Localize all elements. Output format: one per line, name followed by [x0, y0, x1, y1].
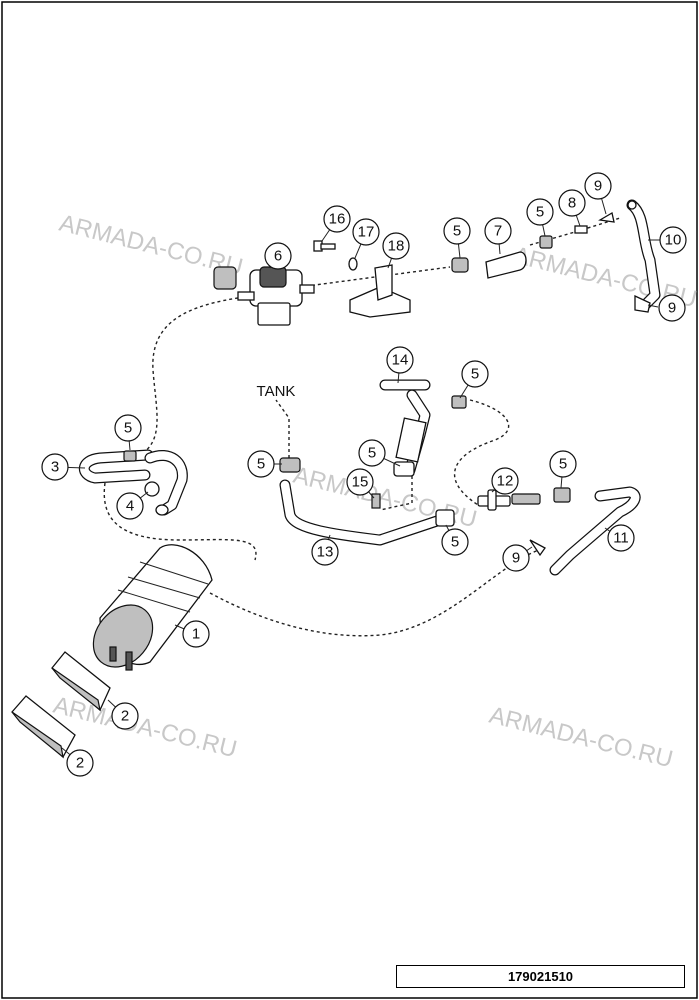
svg-text:5: 5 — [368, 445, 376, 462]
hose-7 — [485, 251, 527, 279]
clip-5-tee — [553, 487, 571, 503]
callout-17: 17 — [352, 218, 380, 246]
tee-fitting-12 — [477, 489, 541, 511]
tank-leader-line — [275, 399, 290, 470]
svg-text:14: 14 — [392, 352, 409, 369]
hose-10 — [626, 199, 661, 311]
tank-label: TANK — [257, 383, 296, 400]
callout-12: 12 — [491, 467, 519, 495]
svg-text:9: 9 — [512, 550, 520, 567]
callout-5-tank: 5 — [247, 450, 275, 478]
clip-9-lower — [529, 539, 546, 557]
svg-text:17: 17 — [358, 224, 375, 241]
callout-14: 14 — [386, 346, 414, 374]
svg-text:18: 18 — [388, 238, 405, 255]
callout-2-upper: 2 — [111, 702, 139, 730]
svg-text:3: 3 — [51, 459, 59, 476]
valve-bracket — [349, 264, 411, 318]
callout-5-hose13: 5 — [441, 528, 469, 556]
clip-9-top — [598, 211, 615, 223]
callout-5-upper-right: 5 — [526, 198, 554, 226]
callout-9-top: 9 — [584, 172, 612, 200]
hose-route-valve-to-hose7 — [299, 266, 451, 288]
svg-text:10: 10 — [665, 232, 682, 249]
callout-16: 16 — [323, 205, 351, 233]
hose-route-hose14-down — [379, 470, 413, 511]
hose-route-canister-to-tee — [209, 547, 546, 637]
hose-3 — [78, 449, 154, 484]
hose-route-valve-to-hose3 — [139, 296, 245, 456]
svg-text:6: 6 — [274, 248, 282, 265]
hose-14 — [379, 379, 431, 476]
callout-18: 18 — [382, 232, 410, 260]
clip-5-upper-right — [539, 235, 553, 249]
canister-clamp-upper — [51, 651, 111, 712]
clip-9-right — [634, 294, 651, 313]
svg-text:11: 11 — [613, 530, 629, 547]
svg-text:2: 2 — [76, 755, 84, 772]
callout-1: 1 — [182, 620, 210, 648]
callout-5-tee: 5 — [549, 450, 577, 478]
callout-13: 13 — [311, 538, 339, 566]
callout-5-hose14-lower: 5 — [358, 439, 386, 467]
svg-text:5: 5 — [451, 534, 459, 551]
callout-6: 6 — [264, 242, 292, 270]
svg-text:8: 8 — [568, 195, 576, 212]
callout-5-hose3: 5 — [114, 414, 142, 442]
hose-4 — [144, 450, 188, 516]
svg-text:5: 5 — [124, 420, 132, 437]
svg-text:16: 16 — [329, 211, 346, 228]
purge-valve — [213, 266, 315, 326]
callout-3: 3 — [41, 453, 69, 481]
svg-text:5: 5 — [559, 456, 567, 473]
canister-clamp-lower — [11, 695, 76, 759]
callout-9-right: 9 — [658, 294, 686, 322]
washer-17 — [348, 257, 358, 271]
charcoal-canister — [92, 544, 213, 671]
callout-4: 4 — [116, 492, 144, 520]
svg-text:9: 9 — [594, 178, 602, 195]
clip-5-hose3 — [123, 450, 137, 462]
callout-10: 10 — [659, 226, 687, 254]
clip-5-hose7 — [451, 257, 469, 273]
svg-text:5: 5 — [536, 204, 544, 221]
callout-7: 7 — [484, 217, 512, 245]
callout-9-lower: 9 — [502, 544, 530, 572]
svg-text:5: 5 — [453, 223, 461, 240]
watermark-5: ARMADA-CO.RU — [487, 702, 676, 774]
clip-5-tank — [279, 457, 301, 473]
svg-text:1: 1 — [192, 626, 200, 643]
callout-11: 11 — [607, 524, 635, 552]
clip-4 — [144, 481, 160, 497]
callout-5-hose14: 5 — [461, 360, 489, 388]
svg-text:4: 4 — [126, 498, 134, 515]
fitting-15 — [371, 493, 381, 509]
hose-route-hose3-to-canister — [103, 482, 257, 561]
bolt-16 — [313, 240, 336, 252]
svg-text:5: 5 — [257, 456, 265, 473]
callout-5-hose7: 5 — [443, 217, 471, 245]
hose-11 — [549, 486, 641, 576]
connector-8 — [574, 225, 588, 234]
clip-5-hose13 — [435, 509, 455, 527]
callout-2-lower: 2 — [66, 749, 94, 777]
svg-text:2: 2 — [121, 708, 129, 725]
clip-5-hose14 — [451, 395, 467, 409]
drawing-code-box: 179021510 — [396, 965, 685, 988]
callout-8: 8 — [558, 189, 586, 217]
svg-text:9: 9 — [668, 300, 676, 317]
hose-route-to-hose10 — [529, 217, 621, 246]
hose-13 — [279, 479, 446, 546]
svg-text:15: 15 — [352, 474, 369, 491]
callout-15: 15 — [346, 468, 374, 496]
svg-text:12: 12 — [497, 473, 514, 490]
svg-text:7: 7 — [494, 223, 502, 240]
svg-text:13: 13 — [317, 544, 334, 561]
hose-route-hose14-to-tee — [454, 399, 510, 506]
drawing-code: 179021510 — [507, 969, 574, 984]
svg-text:5: 5 — [471, 366, 479, 383]
